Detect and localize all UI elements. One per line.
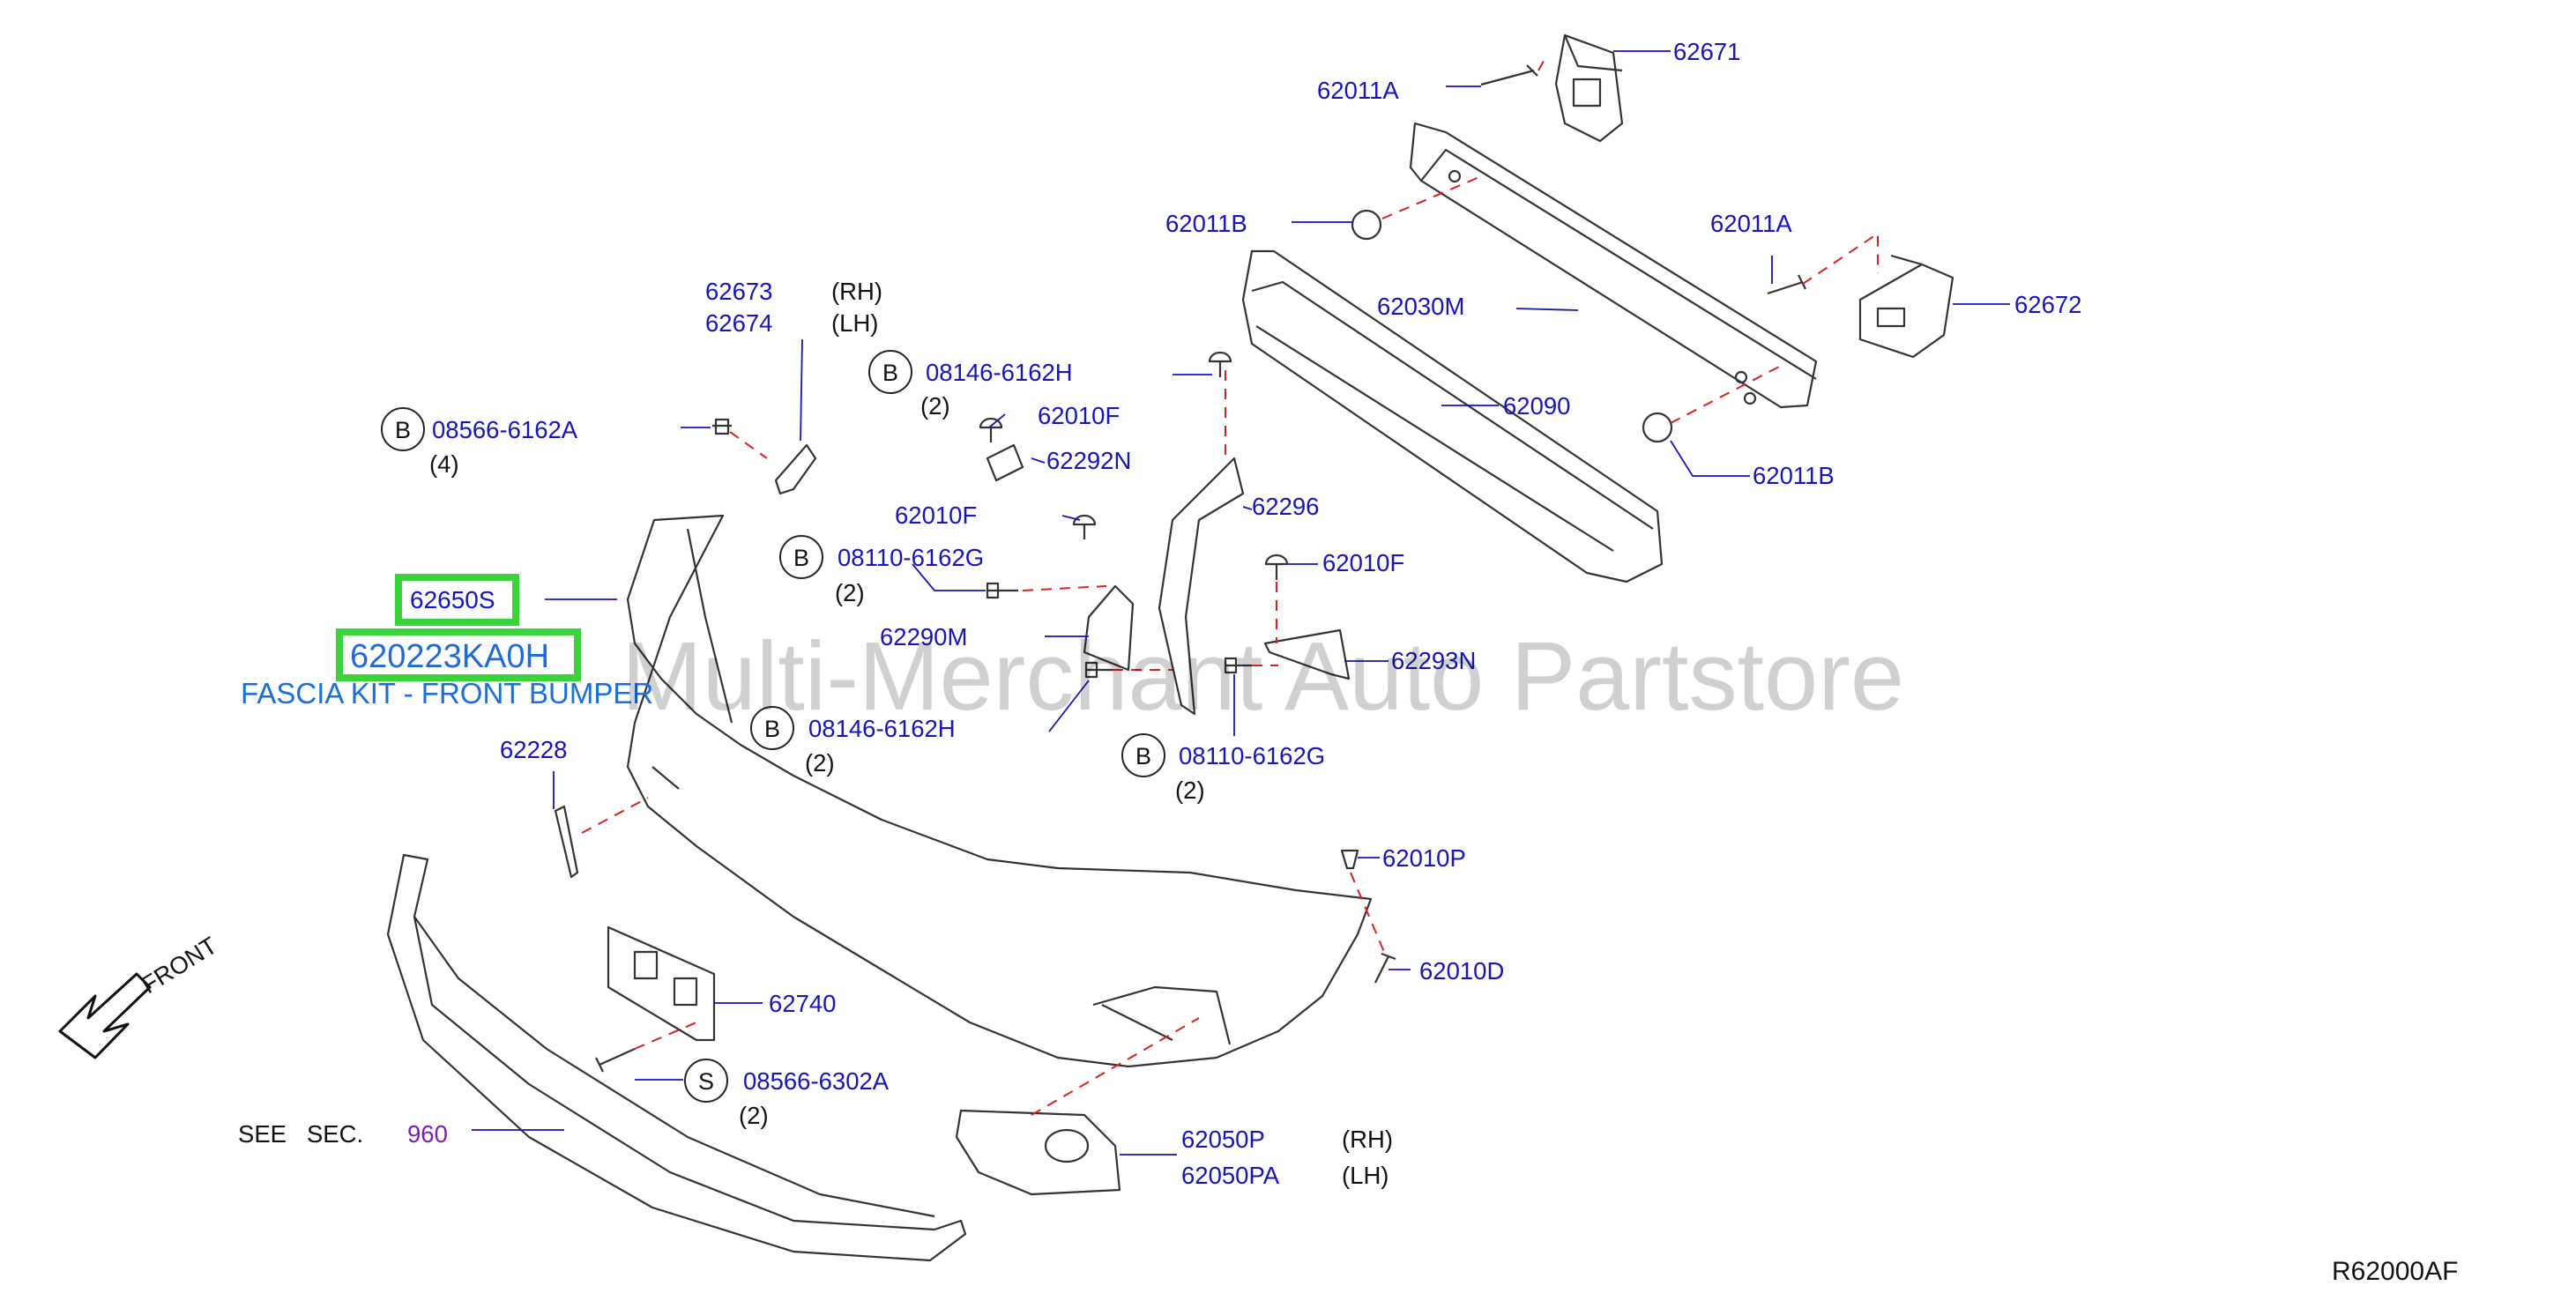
circle-b-08110-right: B (1135, 743, 1151, 769)
label-62030m[interactable]: 62030M (1377, 293, 1464, 320)
bolt-08566-6162a (712, 418, 732, 435)
nut-62011b-top (1351, 209, 1382, 241)
label-62673[interactable]: 62673 (705, 278, 772, 305)
circle-b-08566-6162a: B (395, 417, 411, 443)
screw-62011a-top (1480, 64, 1538, 86)
circled-markers: B B B B B S (381, 350, 1165, 1103)
label-62050p-rh: (RH) (1342, 1126, 1393, 1153)
screw-08566-6302a (595, 1047, 636, 1073)
label-62050p[interactable]: 62050P (1181, 1126, 1265, 1153)
label-62672[interactable]: 62672 (2014, 291, 2081, 318)
label-08566-6162a[interactable]: 08566-6162A (432, 416, 578, 443)
qty-08110-6162g-right: (2) (1175, 777, 1205, 804)
screw-62011a-right (1767, 274, 1806, 295)
label-62011b-top[interactable]: 62011B (1165, 210, 1247, 237)
label-62050pa-lh: (LH) (1342, 1162, 1389, 1189)
reinforcement-bar-62030m (1409, 122, 1818, 409)
fog-lamp-bezel-62050p (955, 1109, 1121, 1196)
bracket-62671 (1554, 33, 1624, 143)
label-62740[interactable]: 62740 (769, 990, 836, 1017)
circle-b-08146-top: B (882, 360, 898, 386)
clip-62010p (1340, 849, 1359, 870)
part-labels: 62671 62011A 62011B 62011A 62030M 62672 … (137, 38, 2459, 1286)
bracket-62292n (986, 443, 1024, 482)
screw-62010d (1374, 952, 1396, 984)
label-front: FRONT (137, 932, 222, 1000)
clip-62010f-c (1208, 351, 1232, 377)
bolt-08110-right (1224, 657, 1252, 674)
bracket-62290m (1083, 584, 1135, 672)
label-62674-lh: (LH) (831, 309, 878, 337)
label-62011a-right[interactable]: 62011A (1710, 210, 1792, 237)
label-08110-6162g-left[interactable]: 08110-6162G (838, 544, 984, 571)
bracket-62673 (774, 443, 817, 495)
leader-lines (472, 50, 2010, 1156)
bracket-62740 (607, 925, 716, 1042)
label-62011b-bottom[interactable]: 62011B (1753, 462, 1835, 489)
bolt-08110-left (986, 582, 1018, 599)
label-sec-960[interactable]: 960 (407, 1120, 448, 1148)
bolt-08146-bottom (1084, 661, 1113, 679)
qty-08146-6162h-bottom: (2) (805, 749, 835, 777)
circle-s-08566-6302a: S (698, 1068, 714, 1095)
label-08146-6162h-bottom[interactable]: 08146-6162H (808, 715, 956, 742)
label-62296[interactable]: 62296 (1252, 493, 1319, 520)
label-62090[interactable]: 62090 (1503, 392, 1570, 420)
label-62010f-a[interactable]: 62010F (1038, 402, 1120, 429)
qty-08110-6162g-left: (2) (835, 579, 865, 606)
label-62228[interactable]: 62228 (500, 736, 567, 763)
label-62010f-b[interactable]: 62010F (895, 502, 977, 529)
highlight-box-62650s (395, 574, 519, 626)
qty-08566-6302a: (2) (739, 1102, 769, 1129)
label-08566-6302a[interactable]: 08566-6302A (743, 1067, 890, 1095)
lower-valance (386, 853, 967, 1262)
parts-art (58, 33, 1954, 1262)
clip-62010f-b (1072, 514, 1097, 539)
label-62050pa[interactable]: 62050PA (1181, 1162, 1280, 1189)
front-arrow-icon (58, 972, 152, 1059)
label-62674[interactable]: 62674 (705, 309, 772, 337)
label-fascia-kit-caption: FASCIA KIT - FRONT BUMPER (241, 677, 653, 710)
label-62293n[interactable]: 62293N (1391, 647, 1476, 674)
qty-08566-6162a: (4) (429, 450, 459, 478)
highlight-box-620223ka0h (336, 628, 581, 681)
callout-dashes (581, 54, 1879, 1116)
label-62010d[interactable]: 62010D (1419, 957, 1504, 985)
stay-62296 (1158, 457, 1245, 716)
circle-b-08110-left: B (793, 545, 809, 571)
label-62673-rh: (RH) (831, 278, 882, 305)
label-62650s[interactable]: 62650S (410, 586, 495, 613)
nut-62011b-bottom (1642, 412, 1673, 443)
label-62010f-c[interactable]: 62010F (1322, 549, 1404, 576)
label-62292n[interactable]: 62292N (1046, 447, 1131, 474)
label-620223ka0h[interactable]: 620223KA0H (350, 638, 549, 675)
label-62010p[interactable]: 62010P (1382, 844, 1466, 872)
label-62290m[interactable]: 62290M (880, 623, 967, 650)
diagram-code: R62000AF (2332, 1257, 2458, 1286)
label-08146-6162h-top[interactable]: 08146-6162H (926, 359, 1073, 386)
label-08110-6162g-right[interactable]: 08110-6162G (1179, 742, 1325, 769)
circle-b-08146-bottom: B (764, 716, 780, 742)
bracket-62293n (1263, 628, 1351, 680)
clip-62010f-a (979, 417, 1003, 442)
watermark: Multi-Merchant Auto Partstore (622, 622, 1904, 731)
clip-62010f-d (1264, 554, 1289, 580)
label-62011a-top[interactable]: 62011A (1317, 77, 1399, 104)
bracket-62228 (554, 805, 579, 879)
bumper-fascia (626, 514, 1373, 1068)
bracket-62672 (1858, 254, 1954, 359)
label-62671[interactable]: 62671 (1673, 38, 1740, 65)
energy-absorber-62090 (1241, 249, 1664, 583)
label-see-sec: SEE SEC. (238, 1120, 363, 1148)
qty-08146-6162h-top: (2) (920, 392, 950, 420)
